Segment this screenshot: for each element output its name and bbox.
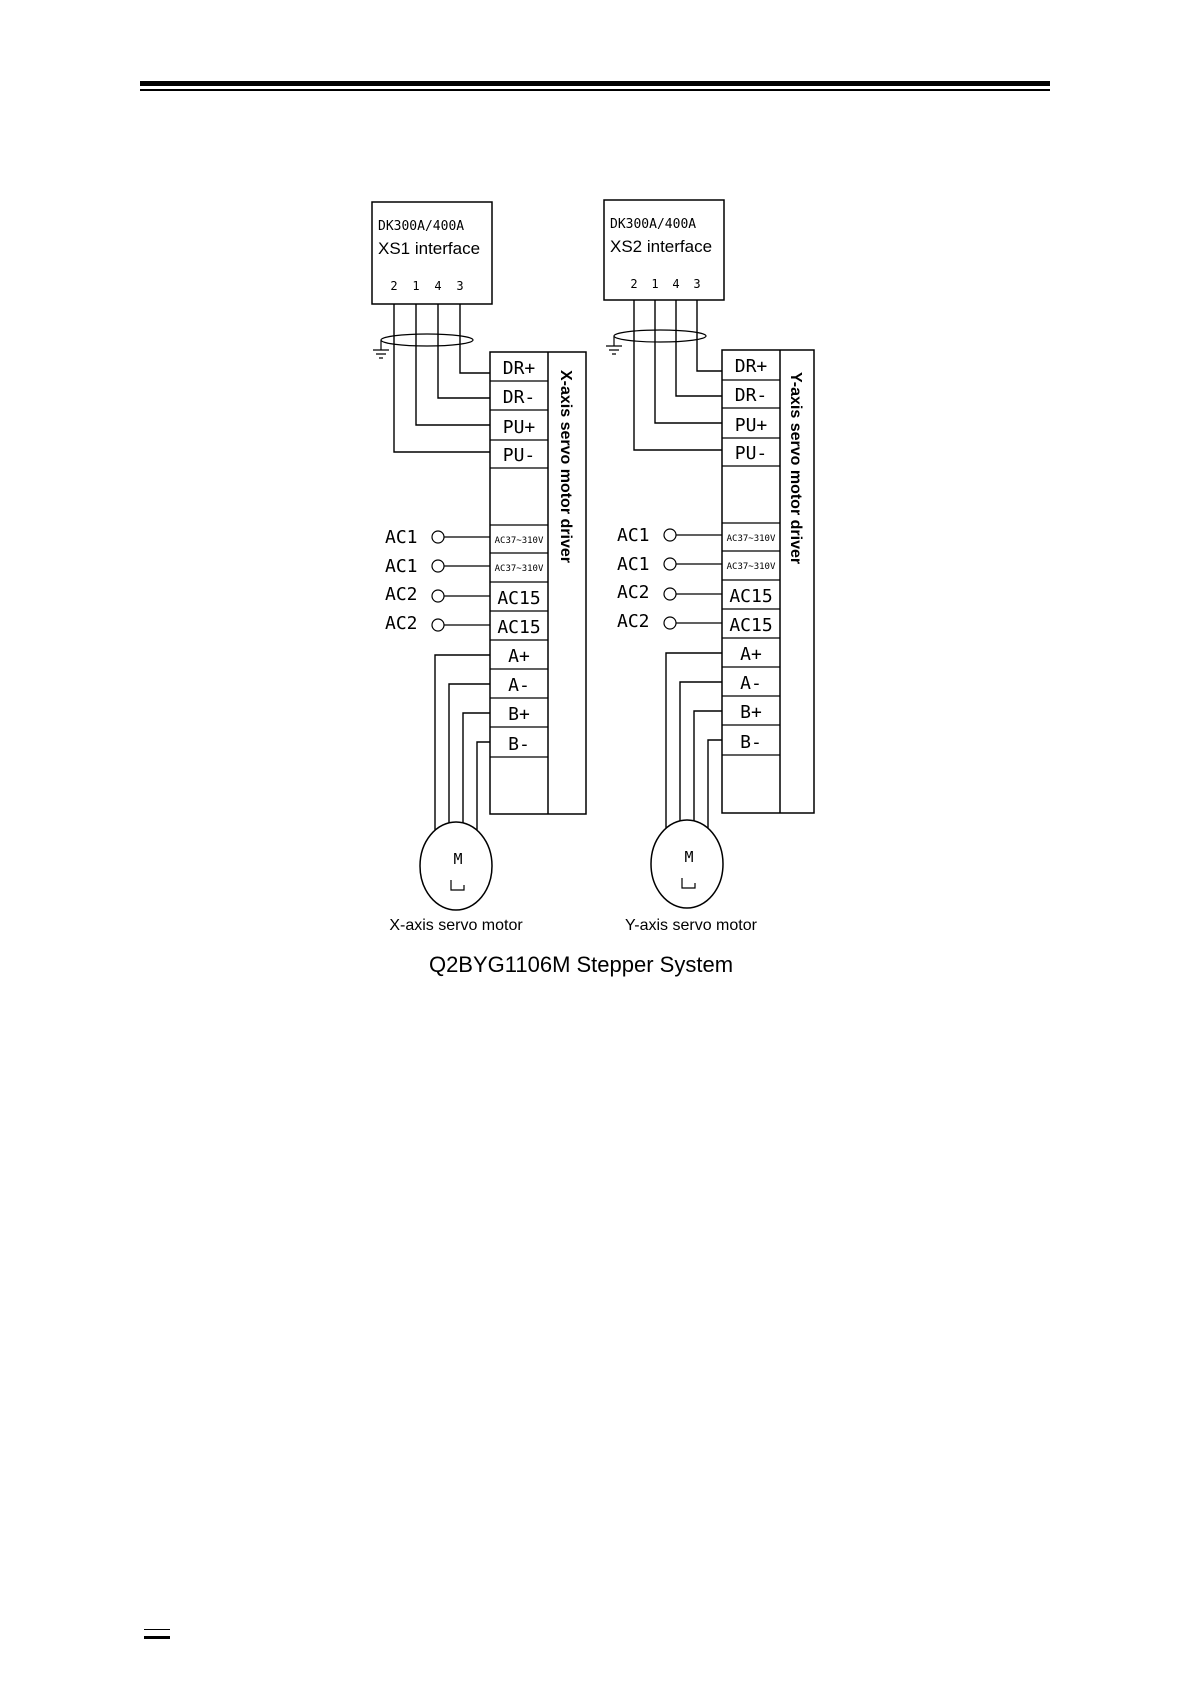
y-terminal-pu-minus: PU-	[735, 443, 768, 464]
y-terminal-circle	[663, 616, 677, 630]
x-pin-label: 1	[412, 279, 419, 293]
x-controller-model: DK300A/400A	[378, 219, 464, 234]
x-terminal-a-plus: A+	[508, 646, 530, 667]
x-motor-wires	[434, 654, 490, 830]
y-terminal-ac15: AC15	[729, 586, 772, 607]
y-ac-inputs: AC1 AC1 AC2 AC2	[617, 525, 722, 632]
x-terminal-b-minus: B-	[508, 734, 530, 755]
y-driver-label: Y-axis servo motor driver	[787, 372, 804, 564]
y-controller-box	[603, 199, 725, 301]
y-terminal-circle	[663, 587, 677, 601]
y-ac-label: AC2	[617, 611, 650, 632]
x-axis-panel: DK300A/400A XS1 interface 2 1 4 3	[371, 201, 587, 934]
y-motor-mark	[681, 878, 696, 889]
x-motor-label: X-axis servo motor	[389, 917, 523, 934]
x-controller-box	[371, 201, 493, 305]
x-ac-label: AC1	[385, 527, 418, 548]
y-terminal-ac310: AC37~310V	[727, 534, 776, 544]
y-terminal-pu-plus: PU+	[735, 415, 768, 436]
x-driver-label: X-axis servo motor driver	[557, 370, 574, 563]
x-ac-label: AC2	[385, 584, 418, 605]
x-terminal-ac15: AC15	[497, 617, 540, 638]
x-terminal-ac310: AC37~310V	[495, 536, 544, 546]
x-motor-icon	[419, 821, 493, 911]
y-ac-label: AC1	[617, 525, 650, 546]
y-terminal-dr-plus: DR+	[735, 356, 768, 377]
x-terminal-a-minus: A-	[508, 675, 530, 696]
header-rule-thin	[140, 89, 1050, 91]
y-terminal-circle	[663, 557, 677, 571]
x-terminal-b-plus: B+	[508, 704, 530, 725]
y-driver-body	[721, 349, 815, 814]
y-motor-icon	[650, 819, 724, 909]
y-cable-shield	[613, 329, 707, 343]
x-ground-icon	[373, 340, 389, 359]
x-signal-wires	[393, 304, 490, 453]
x-terminal-circle	[431, 559, 445, 573]
y-terminal-ac310: AC37~310V	[727, 562, 776, 572]
x-terminal-circle	[431, 589, 445, 603]
footer-mark	[144, 1629, 170, 1630]
y-ground-icon	[606, 336, 622, 355]
y-controller-interface: XS2 interface	[610, 237, 712, 256]
y-controller-model: DK300A/400A	[610, 217, 696, 232]
y-terminal-a-minus: A-	[740, 673, 762, 694]
x-pin-label: 4	[434, 279, 441, 293]
y-terminal-dr-minus: DR-	[735, 385, 768, 406]
x-driver-body	[489, 351, 587, 815]
y-ac-label: AC1	[617, 554, 650, 575]
x-motor-symbol: M	[453, 850, 462, 868]
x-controller-interface: XS1 interface	[378, 239, 480, 258]
x-terminal-ac310: AC37~310V	[495, 564, 544, 574]
x-terminal-pu-plus: PU+	[503, 417, 536, 438]
header-rule	[140, 81, 1050, 86]
x-terminal-pu-minus: PU-	[503, 445, 536, 466]
y-pin-label: 3	[693, 277, 700, 291]
y-terminal-b-plus: B+	[740, 702, 762, 723]
y-pin-label: 2	[630, 277, 637, 291]
y-ac-label: AC2	[617, 582, 650, 603]
x-terminal-dr-plus: DR+	[503, 358, 536, 379]
y-motor-wires	[665, 652, 722, 828]
x-cable-shield	[380, 333, 474, 347]
x-pin-label: 2	[390, 279, 397, 293]
y-motor-label: Y-axis servo motor	[625, 917, 758, 934]
x-ac-label: AC2	[385, 613, 418, 634]
x-terminal-circle	[431, 618, 445, 632]
x-terminal-dr-minus: DR-	[503, 387, 536, 408]
x-terminal-circle	[431, 530, 445, 544]
y-pin-label: 4	[672, 277, 679, 291]
y-terminal-ac15: AC15	[729, 615, 772, 636]
y-pin-label: 1	[651, 277, 658, 291]
y-terminal-a-plus: A+	[740, 644, 762, 665]
figure-caption: Q2BYG1106M Stepper System	[429, 952, 733, 977]
x-ac-label: AC1	[385, 556, 418, 577]
x-pin-label: 3	[456, 279, 463, 293]
y-terminal-circle	[663, 528, 677, 542]
y-signal-wires	[633, 300, 722, 451]
footer-mark	[144, 1636, 170, 1639]
y-motor-symbol: M	[684, 848, 693, 866]
x-motor-mark	[450, 880, 465, 891]
x-terminal-ac15: AC15	[497, 588, 540, 609]
y-terminal-b-minus: B-	[740, 732, 762, 753]
y-axis-panel: DK300A/400A XS2 interface 2 1 4 3	[603, 199, 815, 934]
x-ac-inputs: AC1 AC1 AC2 AC2	[385, 527, 490, 634]
